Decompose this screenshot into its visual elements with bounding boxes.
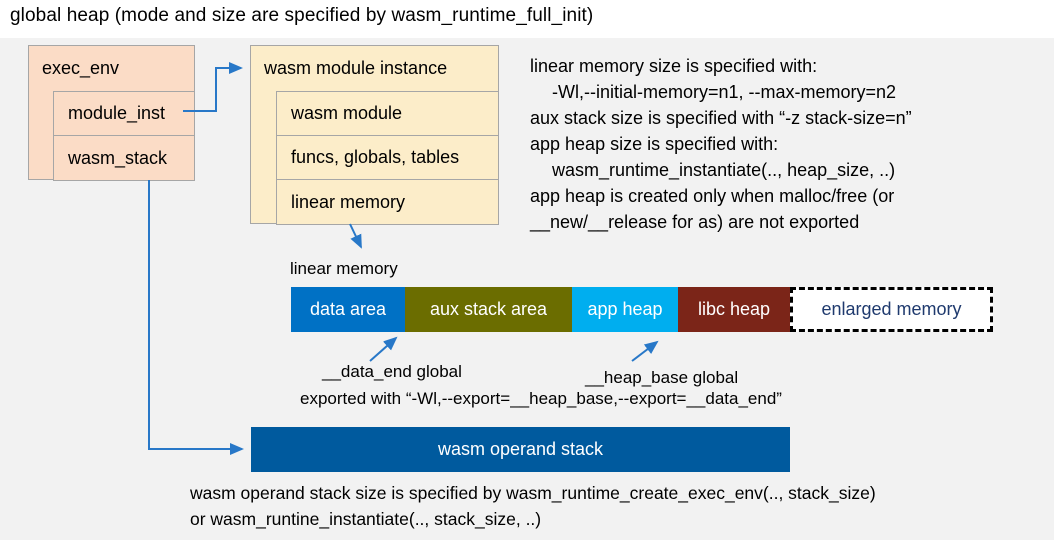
segment-enlarged-memory-label: enlarged memory: [821, 299, 962, 319]
diagram-canvas: exec_env module_inst wasm_stack wasm mod…: [0, 38, 1054, 540]
segment-aux-stack-area-label: aux stack area: [429, 299, 548, 319]
segment-data-area: data area: [291, 287, 405, 332]
segment-data-area-label: data area: [309, 299, 387, 319]
linear-memory-cell: linear memory: [276, 179, 499, 225]
note-line: app heap is created only when malloc/fre…: [530, 186, 895, 206]
note-line: or wasm_runtine_instantiate(.., stack_si…: [190, 509, 542, 529]
arrow-wasm-stack-to-operand-stack: [148, 180, 244, 455]
operand-stack-note: wasm operand stack size is specified by …: [190, 480, 876, 532]
data-end-global-label: __data_end global: [322, 362, 462, 381]
wasm-module-label: wasm module: [291, 103, 403, 123]
module-inst-box: module_inst: [53, 91, 195, 136]
wasm-operand-stack-bar: wasm operand stack: [251, 427, 790, 472]
note-line: app heap size is specified with:: [530, 134, 779, 154]
wasm-stack-box: wasm_stack: [53, 135, 195, 181]
wasm-module-instance-label: wasm module instance: [264, 58, 448, 78]
segment-libc-heap-label: libc heap: [697, 299, 771, 319]
linker-notes: linear memory size is specified with: -W…: [530, 53, 1050, 235]
arrow-cell-to-linear-memory: [349, 223, 362, 249]
export-flags-label: exported with “-Wl,--export=__heap_base,…: [300, 389, 782, 408]
module-inst-label: module_inst: [68, 103, 166, 123]
segment-app-heap: app heap: [572, 287, 678, 332]
diagram-title: global heap (mode and size are specified…: [10, 5, 594, 26]
funcs-globals-tables-box: funcs, globals, tables: [276, 135, 499, 180]
note-line: wasm_runtime_instantiate(.., heap_size, …: [552, 160, 896, 180]
note-line: wasm operand stack size is specified by …: [190, 483, 876, 503]
note-line: aux stack size is specified with “-z sta…: [530, 108, 912, 128]
linear-memory-cell-label: linear memory: [291, 191, 406, 212]
heap-base-global-label: __heap_base global: [585, 368, 739, 387]
wasm-module-instance-box: wasm module instance wasm module funcs, …: [250, 45, 499, 225]
wasm-stack-label: wasm_stack: [68, 147, 168, 168]
segment-app-heap-label: app heap: [587, 299, 663, 319]
note-line: __new/__release for as) are not exported: [530, 212, 860, 232]
arrow-data-end-to-bar: [369, 336, 398, 362]
note-line: linear memory size is specified with:: [530, 56, 818, 76]
arrow-heap-base-to-bar: [631, 340, 659, 362]
wasm-module-box: wasm module: [276, 91, 499, 136]
exec-env-box: exec_env module_inst wasm_stack: [28, 45, 195, 181]
funcs-globals-tables-label: funcs, globals, tables: [291, 147, 460, 167]
exec-env-label: exec_env: [42, 58, 120, 78]
note-line: -Wl,--initial-memory=n1, --max-memory=n2: [552, 82, 897, 102]
linear-memory-bar-label: linear memory: [290, 259, 398, 278]
segment-libc-heap: libc heap: [678, 287, 790, 332]
segment-aux-stack-area: aux stack area: [405, 287, 572, 332]
wasm-operand-stack-label: wasm operand stack: [437, 439, 604, 459]
segment-enlarged-memory: enlarged memory: [790, 287, 993, 332]
